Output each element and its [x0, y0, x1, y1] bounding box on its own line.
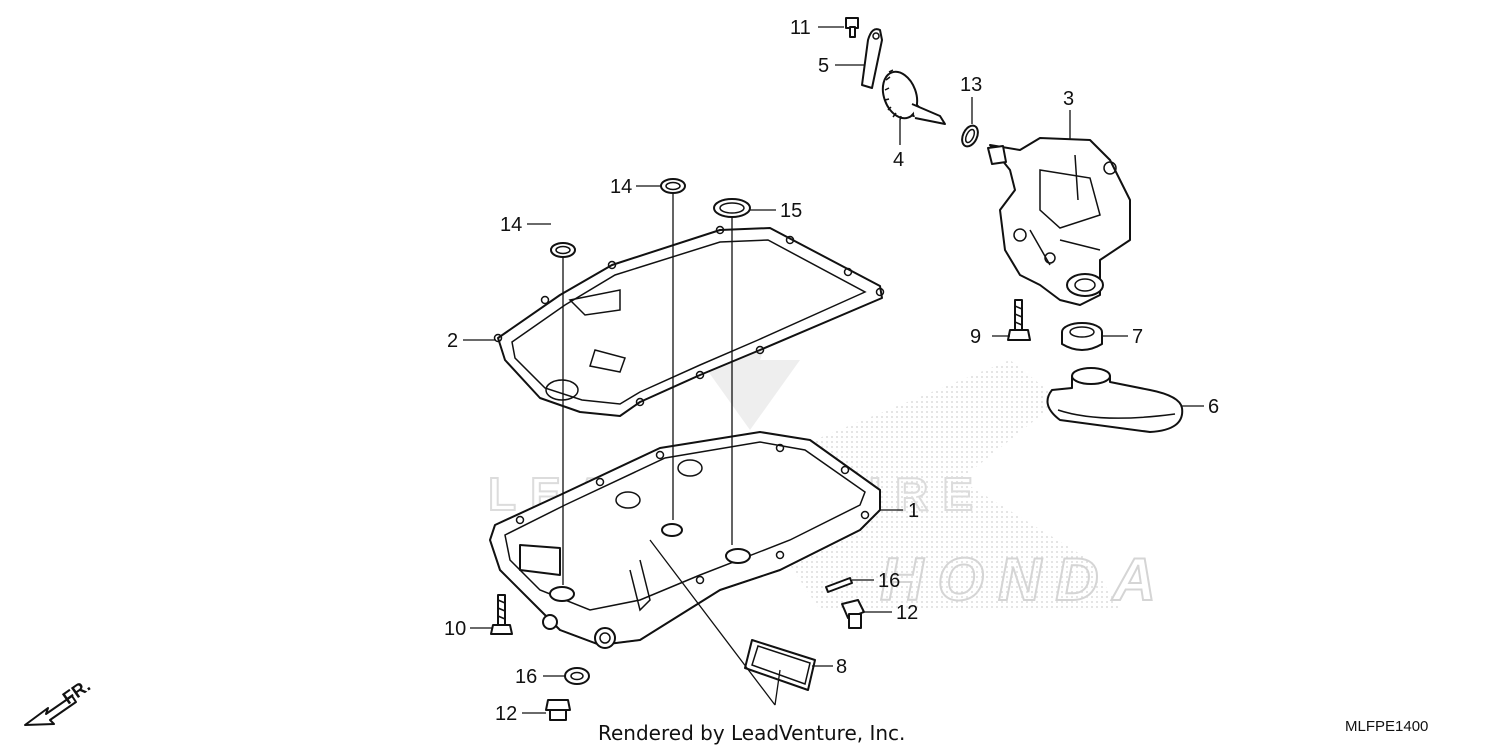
part-12-plug-right[interactable] — [841, 599, 865, 629]
callout-1: 1 — [908, 500, 919, 522]
part-1-oil-pan[interactable] — [489, 431, 881, 649]
callout-8: 8 — [836, 656, 847, 678]
part-3-oil-pump[interactable] — [987, 137, 1131, 306]
part-6-strainer[interactable] — [1046, 367, 1184, 433]
part-7-seal[interactable] — [1061, 322, 1103, 351]
front-direction-arrow: FR. — [24, 675, 94, 726]
callout-2: 2 — [447, 330, 458, 352]
part-5-plate[interactable] — [861, 28, 883, 89]
callout-7: 7 — [1132, 326, 1143, 348]
callout-13: 13 — [960, 74, 982, 96]
part-9-bolt[interactable] — [1007, 299, 1031, 341]
part-16-washer-lower[interactable] — [564, 667, 590, 685]
callout-3: 3 — [1063, 88, 1074, 110]
callout-14-left: 14 — [500, 214, 522, 236]
callout-16-right: 16 — [878, 570, 900, 592]
callout-10: 10 — [444, 618, 466, 640]
part-11-bolt[interactable] — [845, 17, 859, 38]
part-10-bolt[interactable] — [490, 594, 513, 635]
part-14-o-ring-right[interactable] — [660, 178, 686, 194]
callout-6: 6 — [1208, 396, 1219, 418]
callout-9: 9 — [970, 326, 981, 348]
callout-14-upper: 14 — [610, 176, 632, 198]
part-4-gear-shaft[interactable] — [877, 67, 946, 125]
footer-credit: Rendered by LeadVenture, Inc. — [598, 721, 905, 745]
part-12-plug-lower[interactable] — [545, 699, 571, 721]
callout-16-lower: 16 — [515, 666, 537, 688]
callouts: 11 5 4 13 3 9 7 6 14 15 14 2 1 — [444, 17, 1219, 725]
callout-5: 5 — [818, 55, 829, 77]
part-8-screen[interactable] — [744, 639, 816, 691]
callout-4: 4 — [893, 149, 904, 171]
assembly-lines — [562, 193, 733, 585]
part-2-gasket[interactable] — [493, 225, 885, 417]
callout-15: 15 — [780, 200, 802, 222]
watermark-brand: HONDA — [880, 546, 1170, 613]
part-13-o-ring[interactable] — [959, 123, 981, 149]
callout-12-lower: 12 — [495, 703, 517, 725]
part-15-o-ring[interactable] — [713, 198, 751, 218]
diagram-code: MLFPE1400 — [1345, 718, 1428, 735]
callout-11: 11 — [790, 17, 811, 39]
callout-12-right: 12 — [896, 602, 918, 624]
part-16-dowel-pin[interactable] — [825, 577, 853, 593]
part-14-o-ring-left[interactable] — [550, 242, 576, 258]
